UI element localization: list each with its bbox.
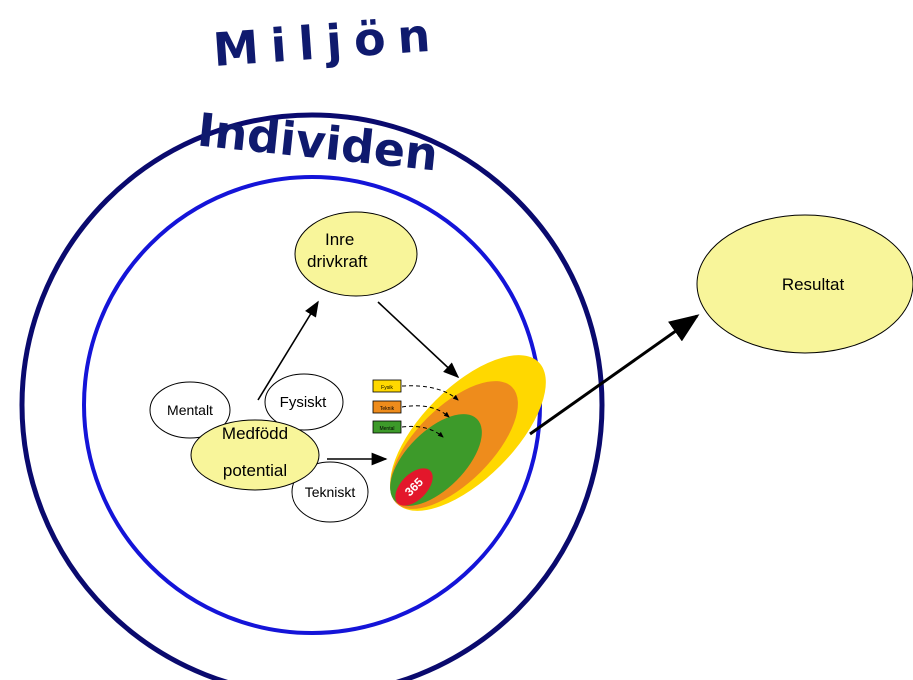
- physical-node: [264, 373, 344, 431]
- technical-node: [291, 461, 369, 523]
- legend-pointer-mental: [401, 426, 444, 438]
- result-node: [696, 214, 913, 354]
- innate-potential-node: [190, 419, 320, 491]
- result-label: Resultat: [782, 275, 845, 294]
- target-red-core: [395, 468, 433, 506]
- inner-drive-label-1: Inre: [325, 230, 354, 249]
- arrow-to-result: [529, 314, 700, 436]
- legend-label-mental: Mental: [379, 426, 394, 432]
- arrow-potential-to-drive: [257, 300, 319, 401]
- innate-potential-label-1: Medfödd: [222, 424, 288, 443]
- performance-target: 365: [390, 355, 546, 511]
- technical-label: Tekniskt: [305, 484, 356, 500]
- physical-label: Fysiskt: [280, 394, 327, 411]
- legend-label-physics: Fysik: [381, 385, 393, 391]
- legend-swatch-physics: [372, 379, 402, 393]
- legend-swatch-technique: [372, 400, 402, 414]
- inner-drive-label-2: drivkraft: [307, 252, 368, 271]
- mental-label: Mentalt: [167, 402, 213, 418]
- legend-label-technique: Teknik: [380, 406, 395, 412]
- individual-title: Individen: [195, 103, 441, 182]
- innate-potential-label-2: potential: [223, 461, 287, 480]
- legend-swatch-mental: [372, 420, 402, 434]
- legend-pointer-technique: [401, 405, 450, 418]
- inner-drive-node: [294, 211, 418, 297]
- target-legend: Fysik Teknik Mental: [372, 379, 459, 438]
- environment-ring: [19, 112, 605, 680]
- environment-title: Miljön: [211, 7, 444, 77]
- mental-node: [149, 381, 231, 439]
- arrow-drive-to-target: [377, 301, 460, 379]
